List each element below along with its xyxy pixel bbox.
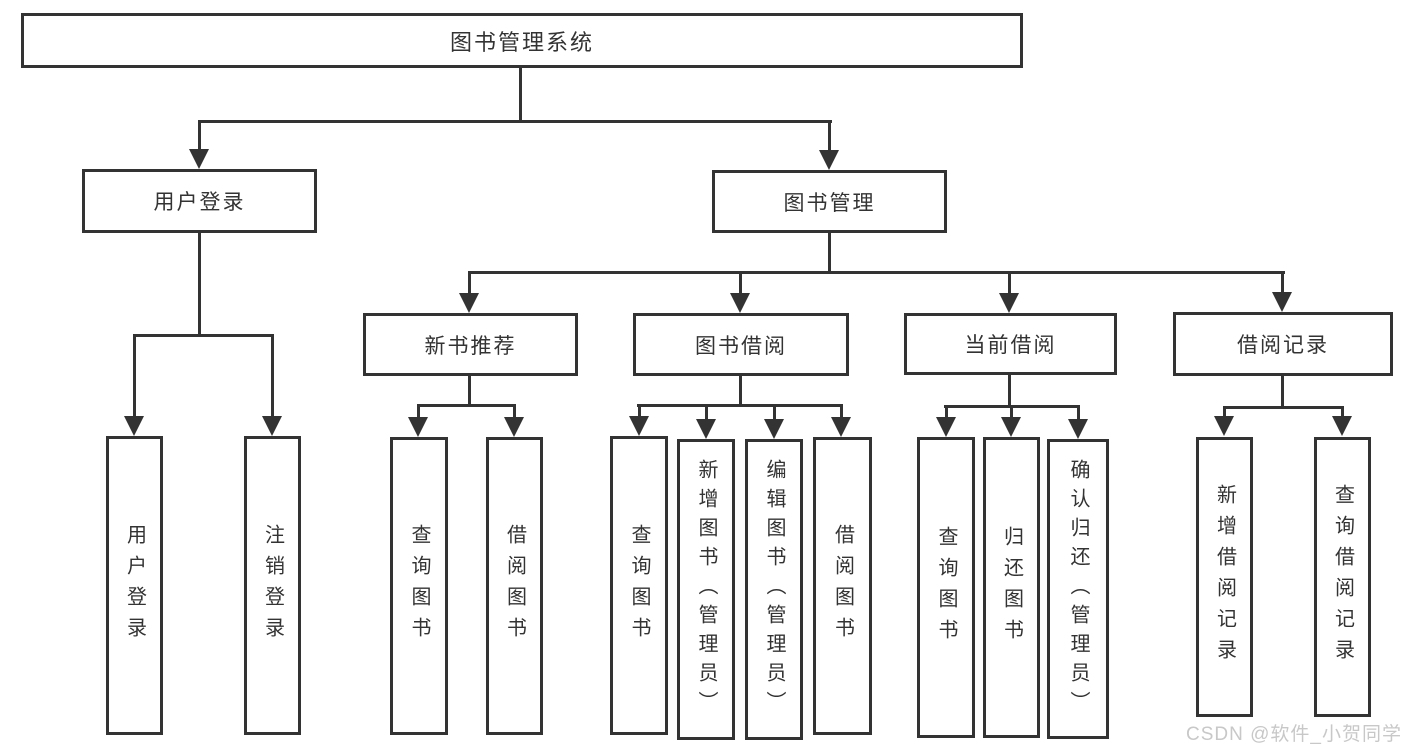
connector-to-leaf-bb-add-line — [705, 404, 708, 420]
connector-to-leaf-rec-query-line — [417, 404, 420, 419]
connector-borrow-record-crossbar-line — [1223, 406, 1344, 409]
arrowhead-to-leaf-cb-confirm — [1068, 419, 1088, 439]
leaf-bb-add-books-admin: 新增图书（管理员） — [677, 439, 735, 740]
arrowhead-to-leaf-rec-query — [408, 417, 428, 437]
arrowhead-to-user-login — [189, 149, 209, 169]
node-current-borrow-label: 当前借阅 — [964, 334, 1057, 357]
connector-root-to-book-mgmt-line — [828, 120, 831, 152]
node-user-login: 用户登录 — [82, 169, 317, 233]
arrowhead-to-leaf-bb-borrow — [831, 417, 851, 437]
connector-to-leaf-bb-edit-line — [773, 404, 776, 420]
leaf-cb-confirm-return-admin: 确认归还（管理员） — [1047, 439, 1109, 739]
leaf-bb-edit-books-admin-label: 编辑图书（管理员） — [763, 459, 785, 720]
leaf-user-login: 用户登录 — [106, 436, 163, 735]
leaf-br-add-record-label: 新增借阅记录 — [1213, 484, 1236, 670]
arrowhead-to-current-borrow — [999, 293, 1019, 313]
leaf-cb-query-books: 查询图书 — [917, 437, 975, 738]
node-root-label: 图书管理系统 — [449, 29, 594, 55]
arrowhead-to-borrow-record — [1272, 292, 1292, 312]
connector-to-leaf-bb-borrow-line — [840, 404, 843, 419]
connector-to-leaf-logout-line — [271, 334, 274, 418]
connector-to-book-borrow-line — [739, 271, 742, 295]
leaf-bb-borrow-books: 借阅图书 — [813, 437, 872, 735]
connector-book-mgmt-stem-line — [828, 233, 831, 273]
node-new-book-rec-label: 新书推荐 — [424, 334, 517, 358]
node-new-book-rec: 新书推荐 — [363, 313, 578, 376]
node-current-borrow: 当前借阅 — [904, 313, 1117, 375]
connector-to-leaf-user-login-line — [133, 334, 136, 418]
leaf-bb-add-books-admin-label: 新增图书（管理员） — [695, 459, 717, 720]
leaf-rec-borrow-books-label: 借阅图书 — [503, 524, 526, 648]
leaf-cb-query-books-label: 查询图书 — [935, 525, 957, 650]
leaf-bb-query-books: 查询图书 — [610, 436, 668, 735]
arrowhead-to-leaf-br-query — [1332, 416, 1352, 436]
connector-new-book-rec-crossbar-line — [417, 404, 516, 407]
node-book-mgmt: 图书管理 — [712, 170, 947, 233]
connector-to-leaf-cb-return-line — [1010, 405, 1013, 419]
node-borrow-record-label: 借阅记录 — [1237, 334, 1329, 357]
leaf-logout: 注销登录 — [244, 436, 301, 735]
node-book-borrow-label: 图书借阅 — [695, 334, 787, 358]
connector-to-leaf-rec-borrow-line — [513, 404, 516, 419]
node-borrow-record: 借阅记录 — [1173, 312, 1393, 376]
connector-book-mgmt-crossbar-line — [468, 271, 1285, 274]
connector-current-borrow-stem-line — [1008, 375, 1011, 407]
connector-borrow-record-stem-line — [1281, 376, 1284, 408]
leaf-rec-query-books: 查询图书 — [390, 437, 448, 735]
arrowhead-to-leaf-cb-query — [936, 417, 956, 437]
leaf-br-query-record-label: 查询借阅记录 — [1331, 484, 1354, 670]
arrowhead-to-leaf-rec-borrow — [504, 417, 524, 437]
connector-user-login-crossbar-line — [133, 334, 274, 337]
leaf-bb-query-books-label: 查询图书 — [628, 523, 650, 648]
leaf-cb-confirm-return-admin-label: 确认归还（管理员） — [1067, 458, 1089, 720]
connector-to-current-borrow-line — [1008, 271, 1011, 295]
arrowhead-to-leaf-br-add — [1214, 416, 1234, 436]
connector-to-borrow-record-line — [1281, 271, 1284, 295]
connector-to-leaf-cb-confirm-line — [1077, 405, 1080, 421]
arrowhead-to-book-borrow — [730, 293, 750, 313]
leaf-br-add-record: 新增借阅记录 — [1196, 437, 1253, 717]
arrowhead-to-leaf-logout — [262, 416, 282, 436]
leaf-logout-label: 注销登录 — [261, 523, 284, 648]
leaf-cb-return-books-label: 归还图书 — [1000, 525, 1023, 650]
connector-to-leaf-br-add-line — [1223, 406, 1226, 418]
connector-book-borrow-crossbar-line — [637, 404, 843, 407]
leaf-br-query-record: 查询借阅记录 — [1314, 437, 1371, 717]
connector-root-to-user-login-line — [198, 120, 201, 151]
leaf-user-login-label: 用户登录 — [123, 523, 146, 648]
connector-to-leaf-bb-query-line — [638, 404, 641, 419]
arrowhead-to-leaf-cb-return — [1001, 417, 1021, 437]
leaf-rec-query-books-label: 查询图书 — [408, 524, 430, 648]
connector-book-borrow-stem-line — [739, 376, 742, 406]
arrowhead-to-leaf-bb-query — [629, 416, 649, 436]
node-book-mgmt-label: 图书管理 — [783, 191, 876, 215]
connector-root-stem-line — [519, 68, 522, 121]
connector-to-leaf-cb-query-line — [945, 405, 948, 419]
connector-user-login-stem-line — [198, 233, 201, 337]
node-book-borrow: 图书借阅 — [633, 313, 849, 376]
arrowhead-to-new-book-rec — [459, 293, 479, 313]
leaf-cb-return-books: 归还图书 — [983, 437, 1040, 738]
arrowhead-to-leaf-bb-edit — [764, 419, 784, 439]
arrowhead-to-leaf-user-login — [124, 416, 144, 436]
leaf-bb-borrow-books-label: 借阅图书 — [831, 524, 854, 648]
connector-to-new-book-rec-line — [468, 271, 471, 295]
node-user-login-label: 用户登录 — [153, 191, 246, 214]
arrowhead-to-book-mgmt — [819, 150, 839, 170]
node-root: 图书管理系统 — [21, 13, 1023, 68]
csdn-watermark: CSDN @软件_小贺同学 — [1186, 724, 1402, 745]
arrowhead-to-leaf-bb-add — [696, 419, 716, 439]
connector-new-book-rec-stem-line — [468, 376, 471, 406]
leaf-bb-edit-books-admin: 编辑图书（管理员） — [745, 439, 803, 740]
connector-to-leaf-br-query-line — [1341, 406, 1344, 418]
connector-root-crossbar-line — [198, 120, 832, 123]
leaf-rec-borrow-books: 借阅图书 — [486, 437, 543, 735]
